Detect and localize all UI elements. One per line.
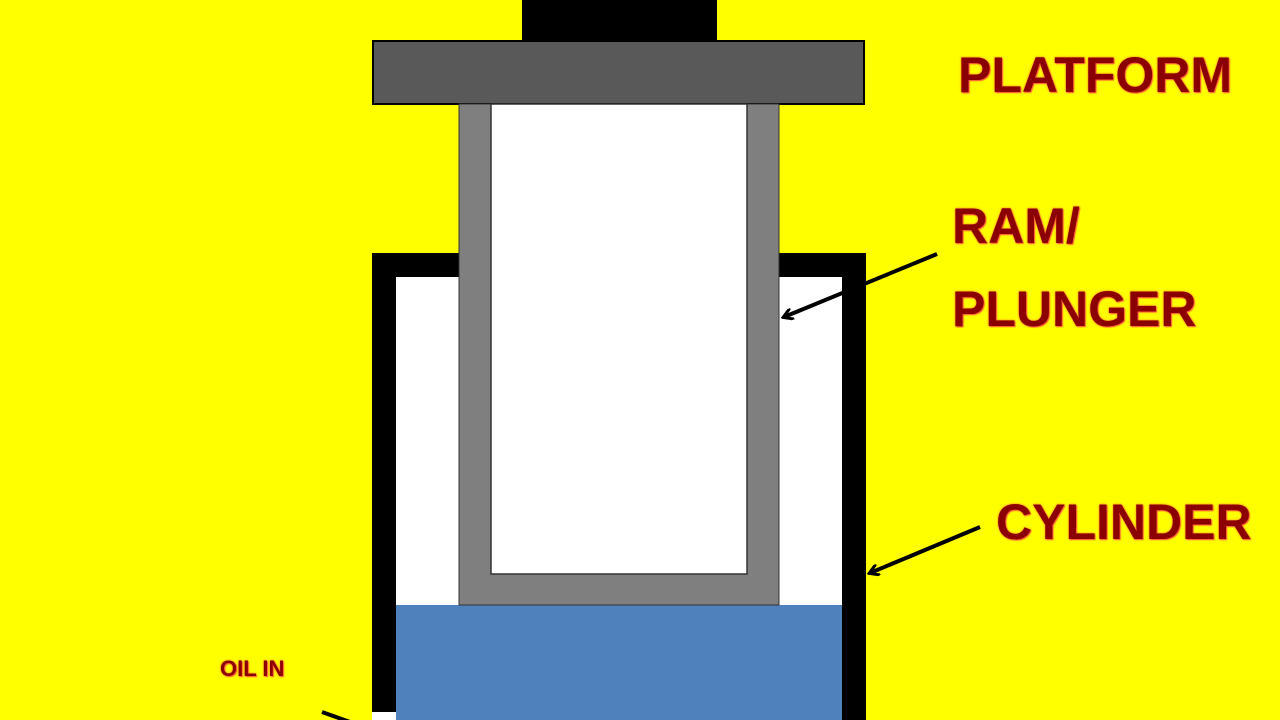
ram-label-line1: RAM/: [952, 198, 1080, 254]
platform: [372, 40, 865, 105]
platform-top-block: [522, 0, 717, 42]
oil-in-label: OIL IN: [220, 656, 285, 681]
ram-label-line2: PLUNGER: [952, 281, 1197, 337]
oil-in-arrow: [321, 710, 351, 720]
oil: [396, 605, 842, 720]
cylinder-arrow: [870, 525, 981, 573]
ram-arrow: [784, 252, 938, 317]
oil-inlet: [372, 712, 396, 720]
cylinder-label: CYLINDER: [996, 494, 1252, 550]
platform-label: PLATFORM: [958, 47, 1233, 103]
ram-interior: [490, 103, 748, 575]
